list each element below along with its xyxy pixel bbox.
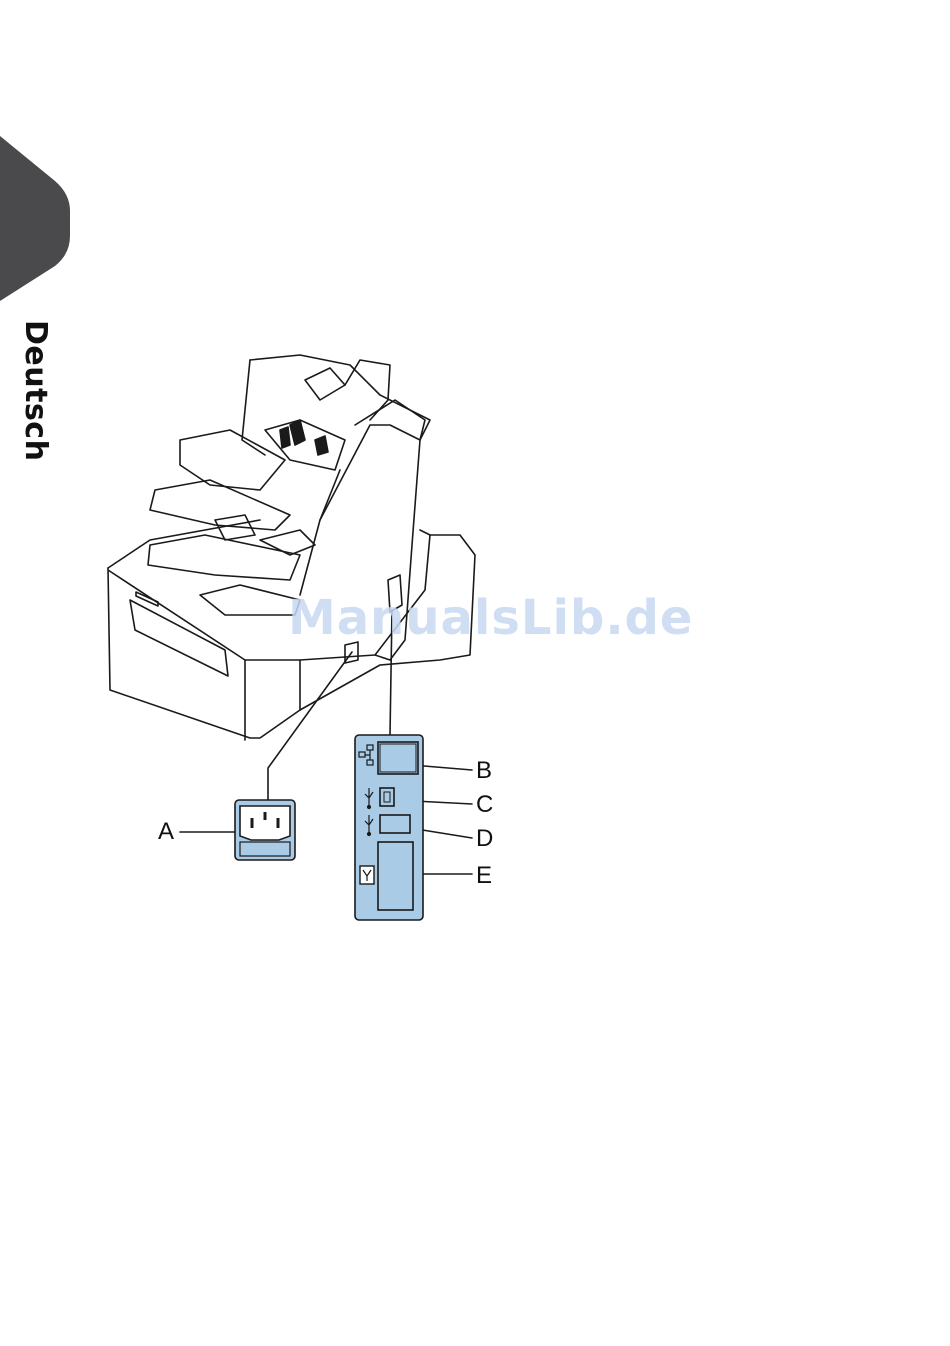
callout-d: D — [476, 825, 493, 853]
callout-b: B — [476, 757, 492, 785]
callout-a: A — [158, 818, 174, 846]
callout-c: C — [476, 791, 493, 819]
connector-panel — [355, 735, 423, 920]
machine-feeders — [148, 355, 430, 615]
power-socket-panel — [235, 800, 295, 860]
watermark: ManualsLib.de — [288, 590, 693, 646]
callout-e: E — [476, 862, 492, 890]
ports-label-icon — [360, 866, 374, 884]
